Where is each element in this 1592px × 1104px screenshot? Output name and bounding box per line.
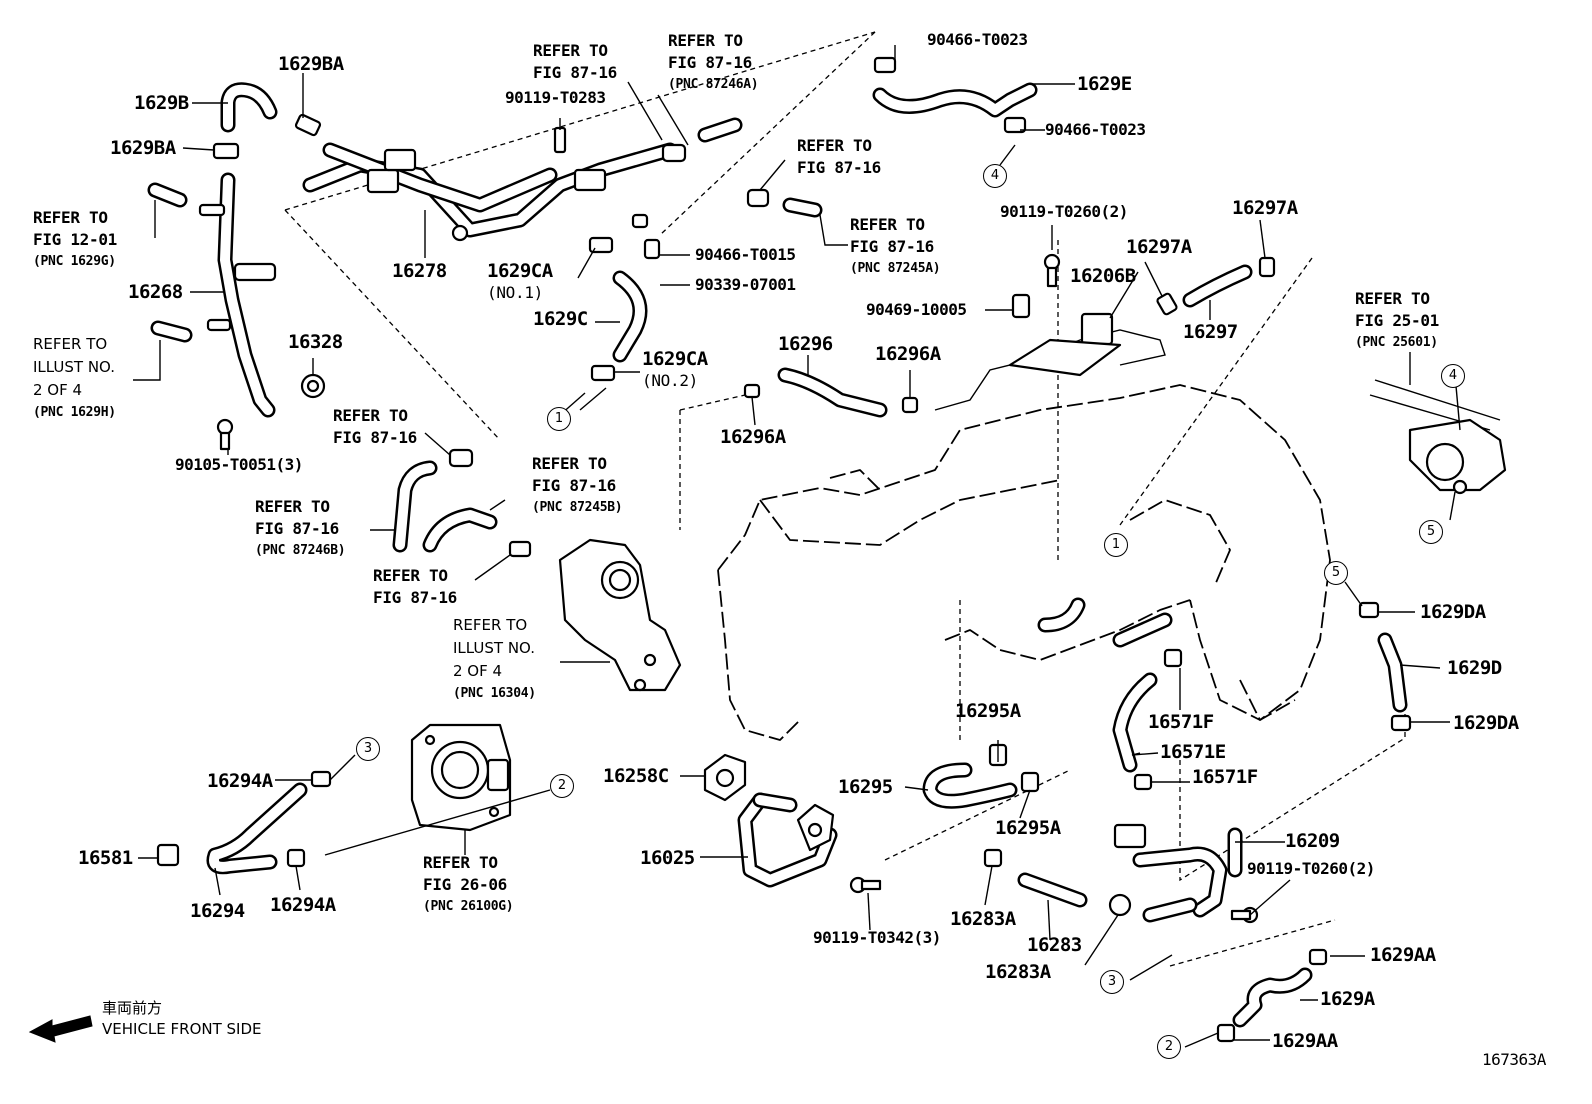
label-16295A-top: 16295A xyxy=(955,700,1021,722)
label-16295: 16295 xyxy=(838,776,893,798)
connector-marker-1-b: 1 xyxy=(1104,533,1128,557)
label-1629D: 1629D xyxy=(1447,657,1502,679)
diagram-id: 167363A xyxy=(1482,1050,1546,1069)
label-16571F-top: 16571F xyxy=(1148,711,1214,733)
label-16296A-left: 16296A xyxy=(720,426,786,448)
label-16294: 16294 xyxy=(190,900,245,922)
label-90105-T0051: 90105-T0051(3) xyxy=(175,455,303,474)
label-16581: 16581 xyxy=(78,847,133,869)
label-16268: 16268 xyxy=(128,281,183,303)
vehicle-front-side-caption: 車両前方 VEHICLE FRONT SIDE xyxy=(102,999,262,1038)
label-90466-T0023-top: 90466-T0023 xyxy=(927,30,1028,49)
label-1629C: 1629C xyxy=(533,308,588,330)
label-16296: 16296 xyxy=(778,333,833,355)
label-16328: 16328 xyxy=(288,331,343,353)
label-1629DA-bottom: 1629DA xyxy=(1453,712,1519,734)
connector-marker-4-a: 4 xyxy=(983,164,1007,188)
label-90339-07001: 90339-07001 xyxy=(695,275,796,294)
connector-marker-1-a: 1 xyxy=(547,407,571,431)
label-1629BA-top: 1629BA xyxy=(278,53,344,75)
label-16296A-right: 16296A xyxy=(875,343,941,365)
connector-marker-5-a: 5 xyxy=(1419,520,1443,544)
label-16283: 16283 xyxy=(1027,934,1082,956)
label-90119-T0260-top: 90119-T0260(2) xyxy=(1000,202,1128,221)
connector-marker-3-b: 3 xyxy=(1100,970,1124,994)
label-90119-T0260-bottom: 90119-T0260(2) xyxy=(1247,859,1375,878)
label-16297: 16297 xyxy=(1183,321,1238,343)
label-16283A-bottom: 16283A xyxy=(985,961,1051,983)
label-16295A-bottom: 16295A xyxy=(995,817,1061,839)
label-1629CA-no1-sub: (NO.1) xyxy=(487,283,543,302)
leader-lines xyxy=(133,45,1461,1048)
label-1629CA-no2-sub: (NO.2) xyxy=(642,371,698,390)
label-90119-T0283: 90119-T0283 xyxy=(505,88,606,107)
label-16294A-top: 16294A xyxy=(207,770,273,792)
connector-marker-2-a: 2 xyxy=(550,774,574,798)
label-1629BA-left: 1629BA xyxy=(110,137,176,159)
label-1629DA-top: 1629DA xyxy=(1420,601,1486,623)
label-16297A-top: 16297A xyxy=(1232,197,1298,219)
label-16278: 16278 xyxy=(392,260,447,282)
label-1629A: 1629A xyxy=(1320,988,1375,1010)
connector-marker-4-b: 4 xyxy=(1441,364,1465,388)
label-90466-T0023-bottom: 90466-T0023 xyxy=(1045,120,1146,139)
label-16297A: 16297A xyxy=(1126,236,1192,258)
label-1629CA-no2: 1629CA xyxy=(642,348,708,370)
engine-block xyxy=(717,384,1331,741)
label-16571E: 16571E xyxy=(1160,741,1226,763)
label-1629E: 1629E xyxy=(1077,73,1132,95)
label-90119-T0342: 90119-T0342(3) xyxy=(813,928,941,947)
label-16025: 16025 xyxy=(640,847,695,869)
label-1629AA-top: 1629AA xyxy=(1370,944,1436,966)
label-1629B: 1629B xyxy=(134,92,189,114)
label-16206B: 16206B xyxy=(1070,265,1136,287)
label-16283A-top: 16283A xyxy=(950,908,1016,930)
label-90466-T0015: 90466-T0015 xyxy=(695,245,796,264)
vehicle-front-arrow-icon xyxy=(28,1015,93,1043)
label-16571F-bottom: 16571F xyxy=(1192,766,1258,788)
label-16209: 16209 xyxy=(1285,830,1340,852)
label-90469-10005: 90469-10005 xyxy=(866,300,967,319)
label-16294A-bottom: 16294A xyxy=(270,894,336,916)
label-1629AA-bottom: 1629AA xyxy=(1272,1030,1338,1052)
label-1629CA-no1: 1629CA xyxy=(487,260,553,282)
label-16258C: 16258C xyxy=(603,765,669,787)
connector-marker-5-b: 5 xyxy=(1324,561,1348,585)
connector-marker-2-b: 2 xyxy=(1157,1035,1181,1059)
connector-marker-3-a: 3 xyxy=(356,737,380,761)
